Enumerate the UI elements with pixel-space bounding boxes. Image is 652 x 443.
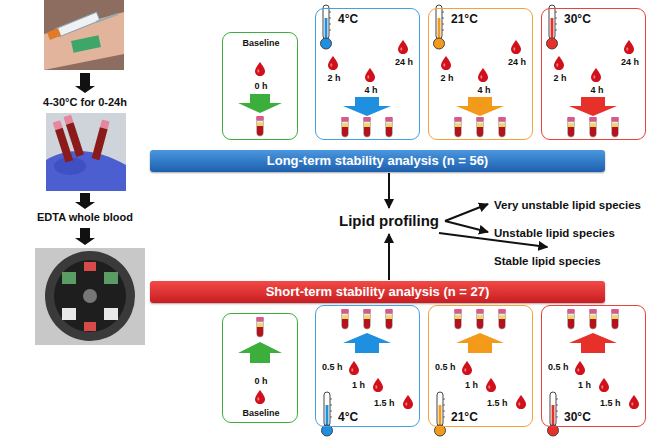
flow-arrow — [388, 234, 390, 280]
outcome-label: Unstable lipid species — [490, 221, 619, 243]
time-label: 0 h — [254, 376, 267, 387]
baseline-box: 0 h Baseline — [222, 313, 298, 423]
node-text: Unstable lipid species — [494, 227, 615, 239]
step-label: 4-30°C for 0-24h — [43, 96, 127, 109]
time-label: 1 h — [578, 380, 591, 391]
temperature-box: 30°C 2 h 4 h 24 h — [541, 8, 646, 140]
flow-arrow — [445, 221, 488, 232]
node-text: Short-term stability analysis (n = 27) — [266, 284, 490, 300]
centrifuge-photo — [35, 248, 145, 345]
timepoint-icons — [321, 5, 409, 137]
blood-draw-photo — [44, 0, 124, 70]
analysis-band: Long-term stability analysis (n = 56) — [150, 150, 605, 172]
baseline-box: Baseline 0 h — [222, 32, 298, 140]
baseline-icons — [238, 317, 282, 404]
temperature-box: 4°C 2 h 4 h 24 h — [315, 8, 420, 140]
time-label: 2 h — [553, 73, 566, 84]
time-label: 0.5 h — [322, 362, 343, 373]
time-label: 1 h — [465, 380, 478, 391]
temperature-label: 30°C — [564, 410, 591, 424]
temperature-box: 21°C 2 h 4 h 24 h — [428, 8, 533, 140]
baseline-icons — [238, 62, 282, 136]
time-label: 1.5 h — [600, 398, 621, 409]
step-arrow — [75, 193, 95, 209]
temperature-box: 0.5 h 1 h 1.5 h 21°C — [428, 305, 533, 427]
time-label: 24 h — [395, 57, 413, 68]
baseline-label: Baseline — [242, 408, 279, 419]
step-arrow — [75, 228, 95, 245]
time-label: 2 h — [440, 73, 453, 84]
node-text: Very unstable lipid species — [494, 199, 641, 211]
time-label: 1 h — [352, 380, 365, 391]
timepoint-icons — [434, 5, 522, 137]
time-label: 4 h — [590, 85, 603, 96]
flow-arrow — [388, 173, 390, 208]
node-text: Stable lipid species — [494, 255, 601, 267]
time-label: 0.5 h — [548, 362, 569, 373]
time-label: 4 h — [477, 85, 490, 96]
node-text: Lipid profiling — [339, 212, 439, 229]
temperature-box: 0.5 h 1 h 1.5 h 30°C — [541, 305, 646, 427]
outcome-label: Very unstable lipid species — [490, 193, 645, 215]
outcome-label: Stable lipid species — [490, 249, 605, 271]
timepoint-icons — [435, 309, 527, 436]
timepoint-icons — [322, 309, 414, 436]
step-arrow — [75, 73, 95, 93]
process-label: Lipid profiling — [335, 210, 443, 232]
blood-tubes-photo — [46, 113, 126, 191]
time-label: 1.5 h — [487, 398, 508, 409]
temperature-box: 0.5 h 1 h 1.5 h 4°C — [315, 305, 420, 427]
temperature-label: 30°C — [564, 12, 591, 26]
time-label: 2 h — [327, 73, 340, 84]
timepoint-icons — [548, 309, 640, 436]
time-label: 0 h — [254, 81, 267, 92]
time-label: 24 h — [508, 57, 526, 68]
time-label: 0.5 h — [435, 362, 456, 373]
baseline-label: Baseline — [242, 38, 279, 49]
temperature-label: 4°C — [338, 12, 358, 26]
time-label: 4 h — [364, 85, 377, 96]
analysis-band: Short-term stability analysis (n = 27) — [150, 281, 605, 303]
temperature-label: 21°C — [451, 410, 478, 424]
temperature-label: 4°C — [338, 410, 358, 424]
flow-arrow — [445, 204, 488, 221]
temperature-label: 21°C — [451, 12, 478, 26]
time-label: 1.5 h — [374, 398, 395, 409]
time-label: 24 h — [621, 57, 639, 68]
timepoint-icons — [547, 5, 635, 137]
node-text: Long-term stability analysis (n = 56) — [267, 153, 488, 169]
step-label: EDTA whole blood — [37, 211, 133, 224]
